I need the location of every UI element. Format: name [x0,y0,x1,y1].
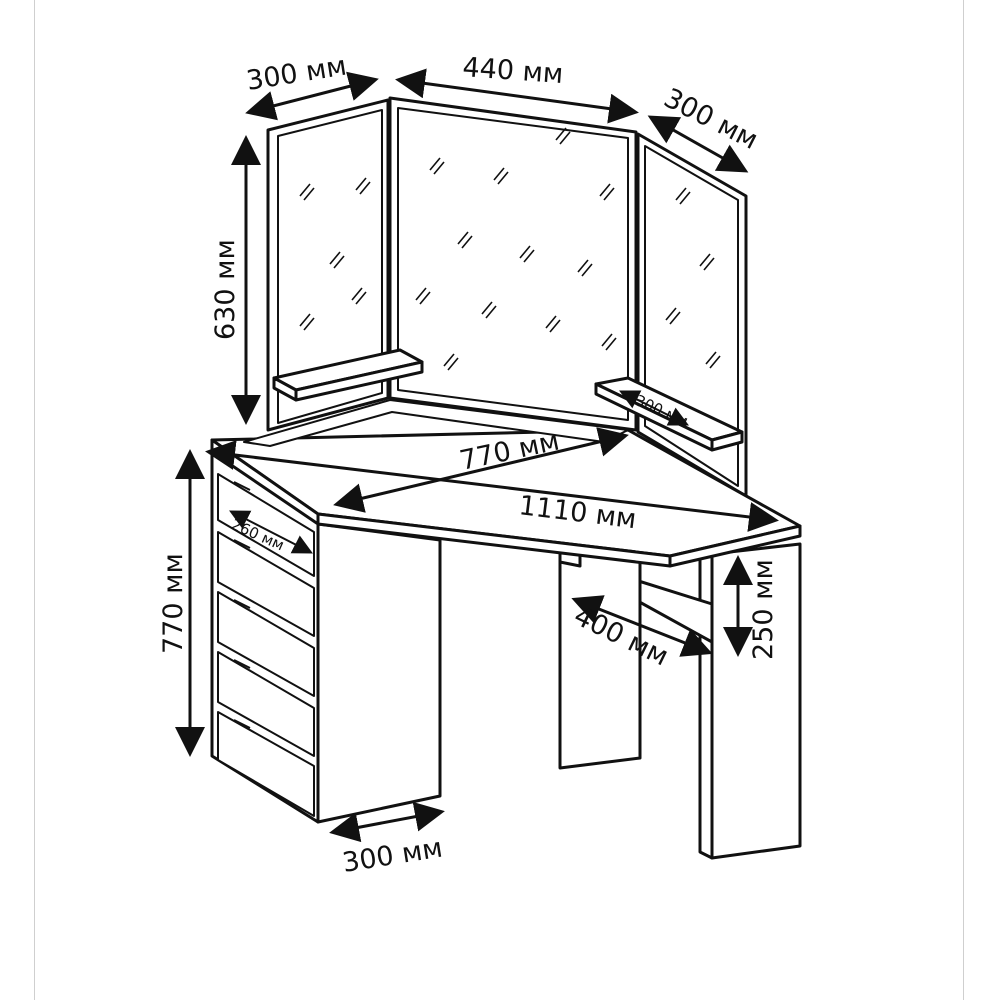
small-dimension-arrows [229,390,689,554]
label-mirror-center-width: 440 мм [462,52,565,90]
label-desk-height: 770 мм [158,553,189,654]
page-border-left [34,0,35,1000]
label-lower-shelf-height: 250 мм [748,559,779,660]
dimension-arrows [175,68,779,843]
page-border-right [963,0,964,1000]
drawer-4 [217,651,315,757]
mirror-center [388,96,638,432]
drawer-2 [217,531,315,637]
label-cabinet-depth: 300 мм [340,833,444,879]
label-mirror-height: 630 мм [210,239,241,340]
mirror-reflection-marks [299,127,721,371]
upper-shelf-left [272,348,424,402]
drawer-3 [217,591,315,697]
drawer-5 [217,711,315,817]
label-mirror-right-width: 300 мм [659,83,763,156]
center-leg-panel [558,546,642,770]
